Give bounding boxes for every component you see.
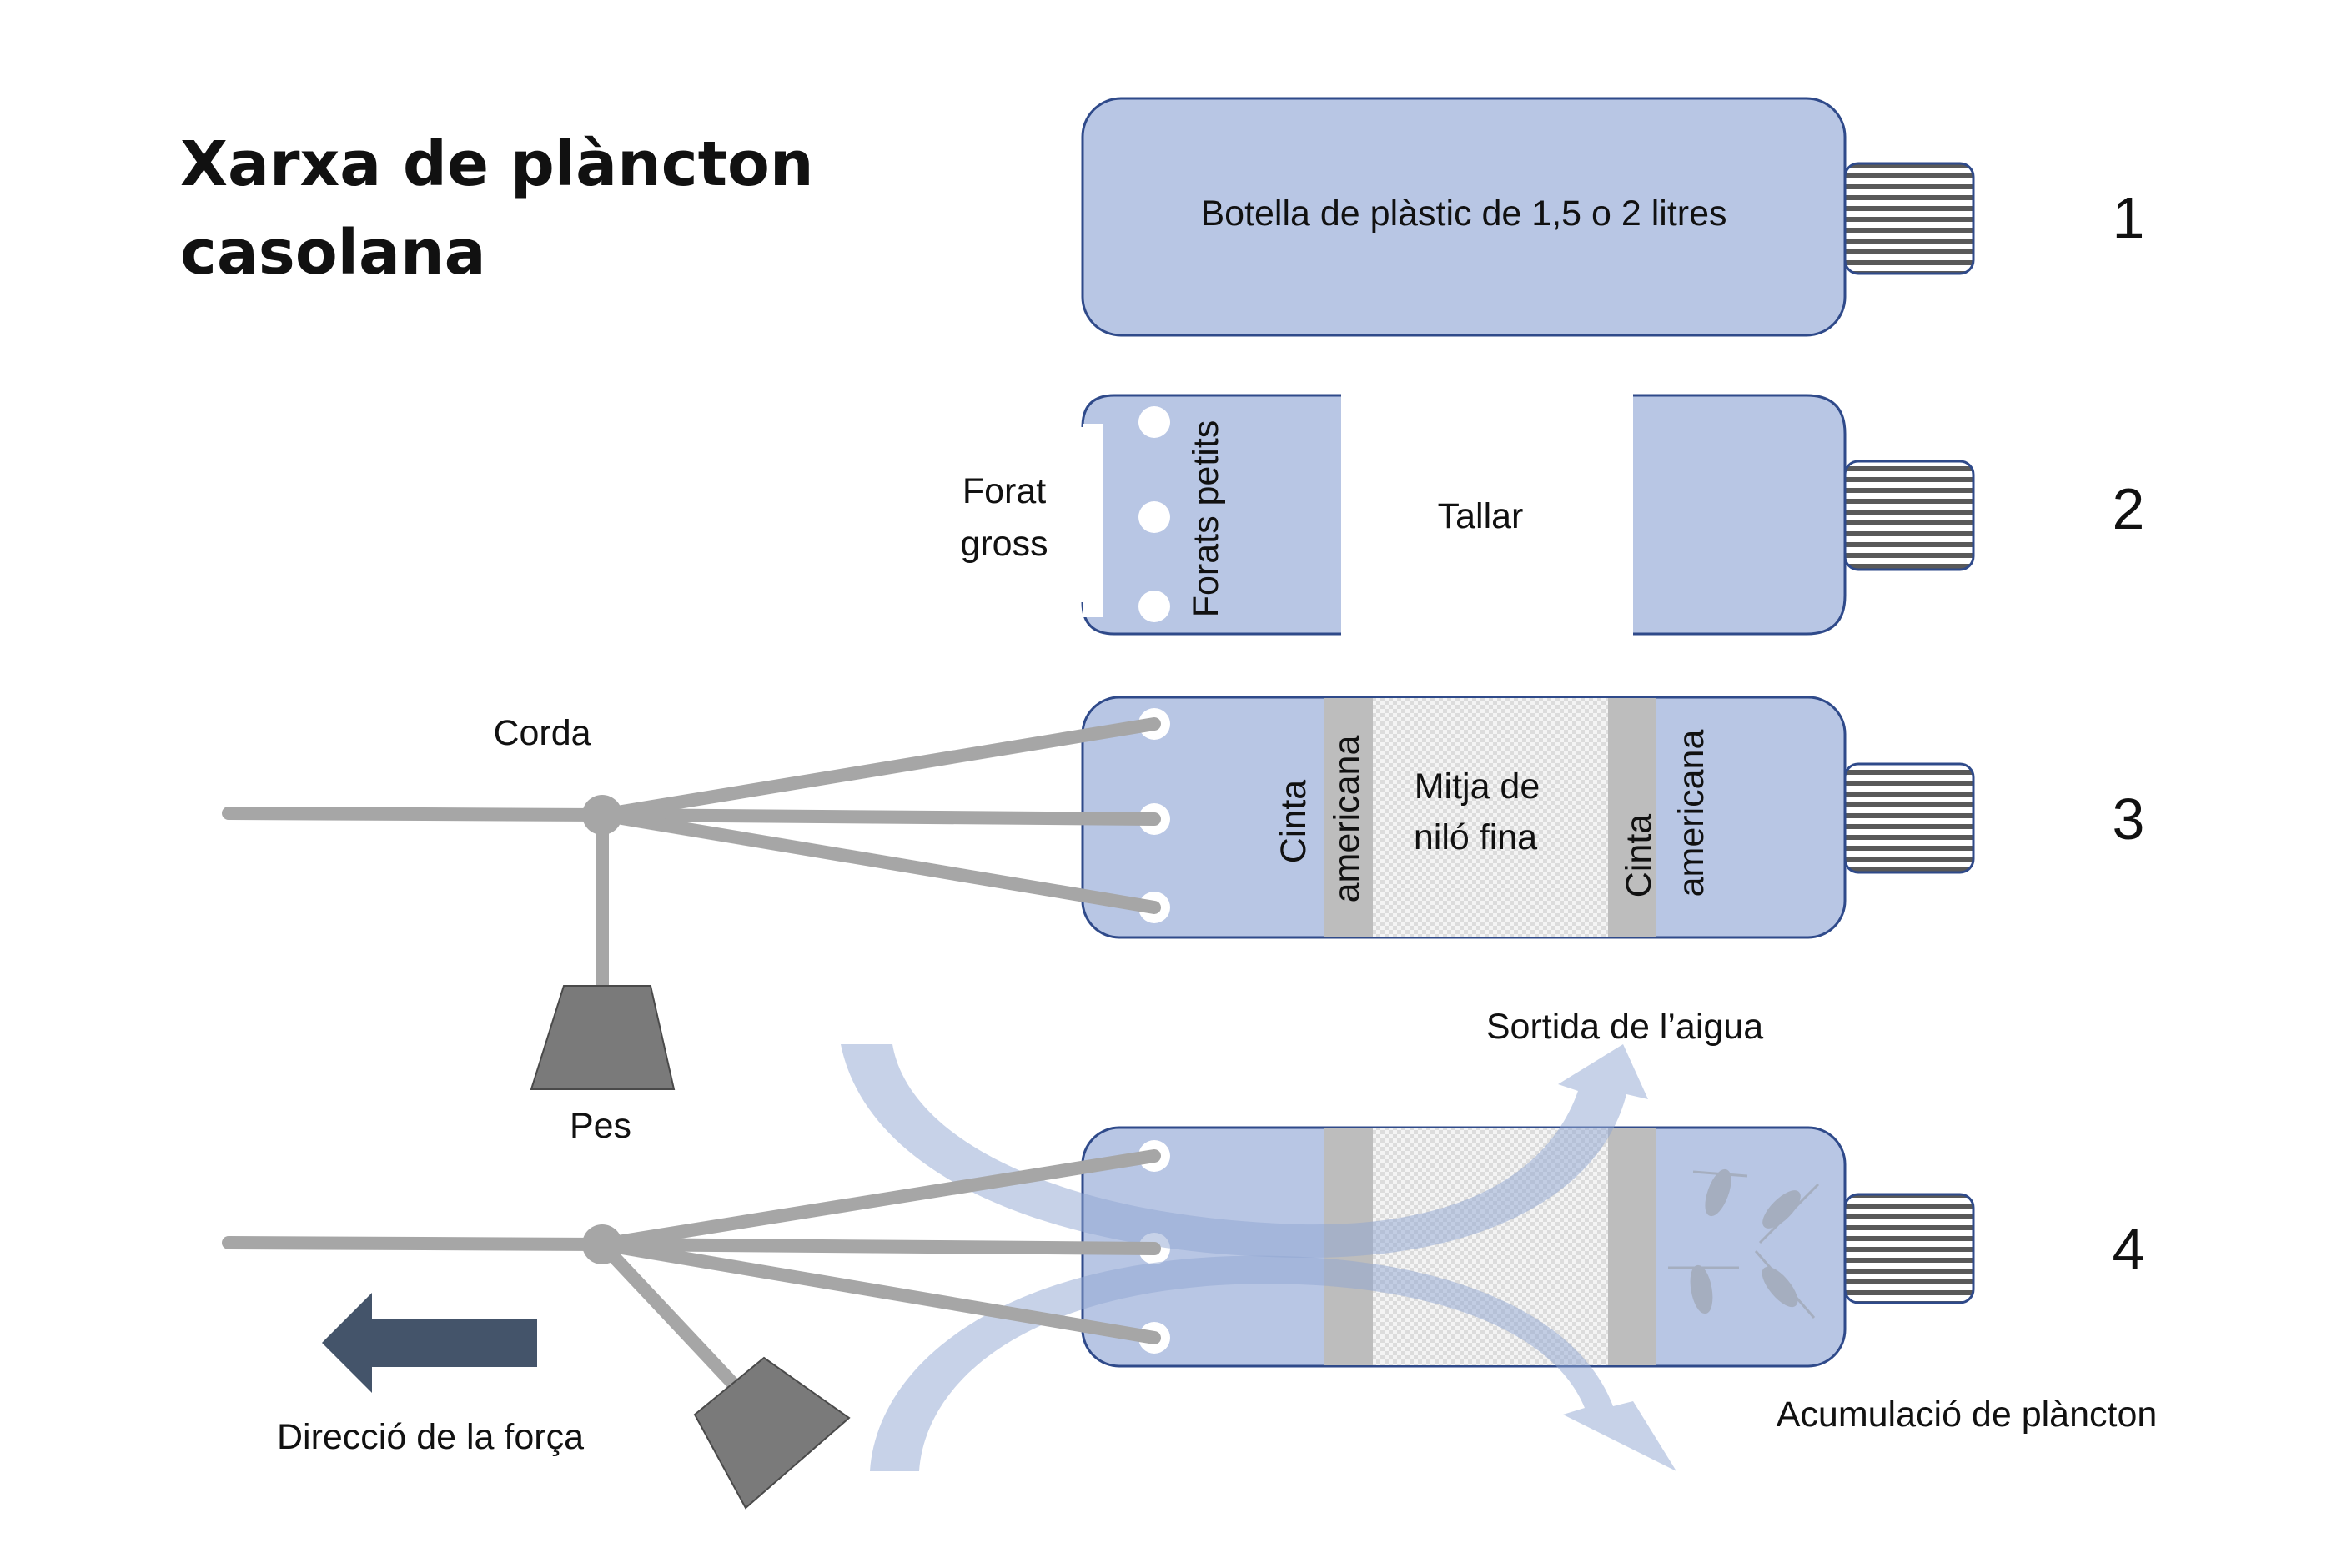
water-flow-arrow-lower <box>870 1255 1676 1471</box>
mitja-label-1: Mitja de <box>1415 766 1540 807</box>
bottle-cap <box>1843 162 1975 275</box>
plankton-icon <box>1668 1168 1820 1319</box>
step-number-1: 1 <box>2113 185 2145 250</box>
forat-gross-label-1: Forat <box>962 471 1046 511</box>
duct-tape-left <box>1324 698 1373 937</box>
step-number-4: 4 <box>2113 1217 2145 1282</box>
sortida-label: Sortida de l’aigua <box>1486 1007 1763 1047</box>
mitja-label-2: niló fina <box>1414 817 1537 857</box>
step-number-3: 3 <box>2113 787 2145 852</box>
acumulacio-label: Acumulació de plàncton <box>1777 1395 2158 1435</box>
americana-label-b: americana <box>1671 730 1711 897</box>
corda-label: Corda <box>493 713 591 753</box>
cinta-label-a: Cinta <box>1274 780 1314 863</box>
americana-label-a: americana <box>1327 736 1367 903</box>
rope-knot <box>582 1224 622 1264</box>
bottle-right-piece <box>1633 395 1845 634</box>
nylon-mesh <box>1373 698 1608 937</box>
duct-tape-right <box>1608 1128 1656 1365</box>
weight-icon <box>693 1356 851 1510</box>
small-hole-icon <box>1138 501 1170 533</box>
bottle-label: Botella de plàstic de 1,5 o 2 litres <box>1200 193 1726 234</box>
pes-label: Pes <box>570 1106 631 1146</box>
big-hole <box>1083 424 1103 617</box>
water-flow-arrow-upper <box>841 1044 1648 1259</box>
title-line-2: casolana <box>180 217 486 289</box>
forat-gross-label-2: gross <box>960 524 1048 564</box>
duct-tape-right <box>1608 698 1656 937</box>
title-line-1: Xarxa de plàncton <box>180 128 814 200</box>
bottle-cap <box>1843 1193 1975 1304</box>
tallar-label: Tallar <box>1438 496 1524 536</box>
rope-knot <box>582 795 622 835</box>
force-direction-arrow-icon <box>322 1293 537 1393</box>
rope <box>222 1149 1161 1416</box>
rope <box>222 717 1161 995</box>
forats-petits-label: Forats petits <box>1186 420 1226 618</box>
bottle-left-piece <box>1083 395 1341 634</box>
small-hole-icon <box>1138 591 1170 622</box>
small-hole-icon <box>1138 406 1170 438</box>
step-3-assembled-net: Corda Pes Cinta americana Mitja de niló … <box>222 696 1975 1146</box>
direccio-label: Direcció de la força <box>277 1417 584 1457</box>
step-4-in-use: Sortida de l’aigua Acumulació de plàncto… <box>222 1007 2158 1510</box>
cinta-label-b: Cinta <box>1619 814 1659 897</box>
bottle-cap <box>1843 762 1975 874</box>
bottle-cap <box>1843 460 1975 571</box>
step-1-bottle: Botella de plàstic de 1,5 o 2 litres <box>1081 97 1975 337</box>
step-number-2: 2 <box>2113 476 2145 541</box>
weight-icon <box>530 985 676 1090</box>
step-2-cut-bottle: Forat gross Forats petits Tallar <box>960 394 1975 636</box>
